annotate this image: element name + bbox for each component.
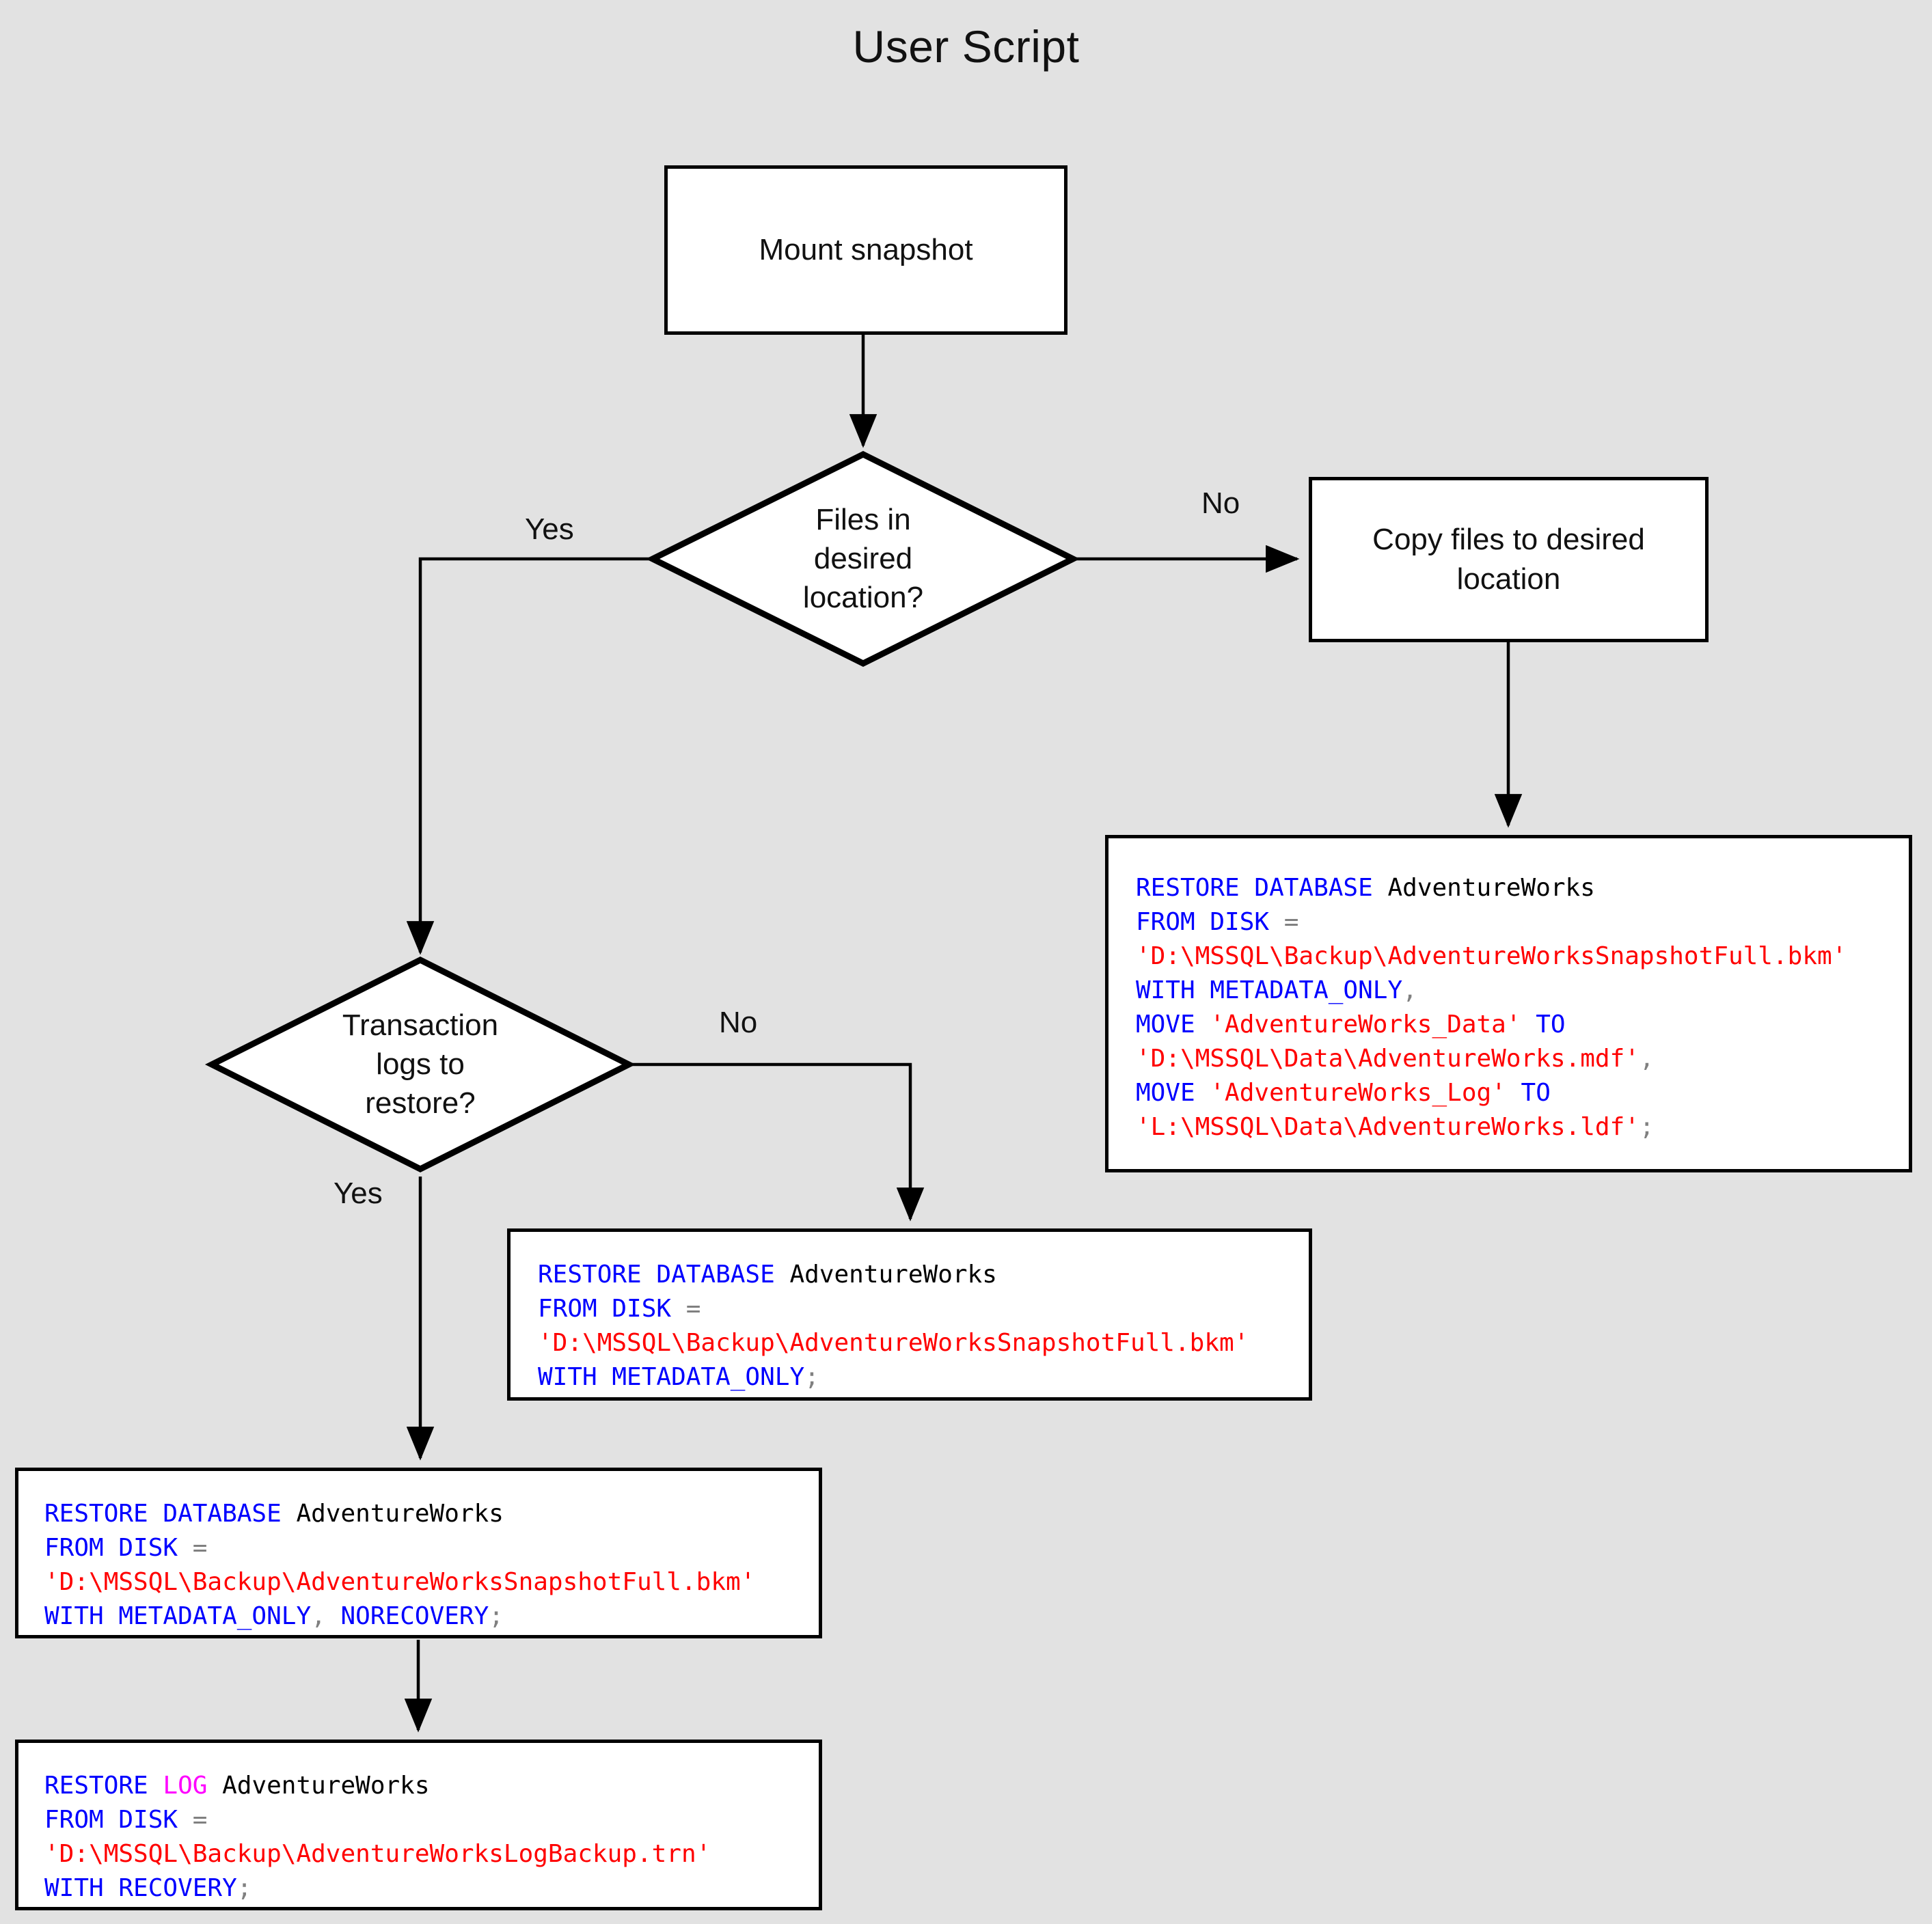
node-mount-snapshot[interactable]: Mount snapshot <box>664 165 1067 335</box>
edge-files-yes <box>406 557 653 955</box>
code-block-restore-database-with-move-text: RESTORE DATABASE AdventureWorks FROM DIS… <box>1136 874 1847 1141</box>
edge-logs-no <box>629 1062 925 1222</box>
page-title: User Script <box>852 21 1080 72</box>
code-block-restore-log-recovery-text: RESTORE LOG AdventureWorks FROM DISK = '… <box>44 1772 711 1902</box>
edge-label-logs-no: No <box>719 1006 758 1039</box>
decision-transaction-logs-shape[interactable] <box>204 956 636 1173</box>
code-block-restore-database-norecovery[interactable]: RESTORE DATABASE AdventureWorks FROM DIS… <box>15 1468 822 1638</box>
edge-label-files-yes: Yes <box>525 512 574 546</box>
code-block-restore-log-recovery[interactable]: RESTORE LOG AdventureWorks FROM DISK = '… <box>15 1740 822 1910</box>
code-block-restore-database-metadata-only-text: RESTORE DATABASE AdventureWorks FROM DIS… <box>538 1261 1249 1391</box>
code-block-restore-database-norecovery-text: RESTORE DATABASE AdventureWorks FROM DIS… <box>44 1500 756 1630</box>
edge-label-files-no: No <box>1201 486 1240 520</box>
code-block-restore-database-metadata-only[interactable]: RESTORE DATABASE AdventureWorks FROM DIS… <box>507 1228 1312 1401</box>
node-copy-files-label: Copy files to desired location <box>1372 522 1645 596</box>
node-copy-files[interactable]: Copy files to desired location <box>1309 477 1709 642</box>
code-block-restore-database-with-move[interactable]: RESTORE DATABASE AdventureWorks FROM DIS… <box>1105 835 1912 1172</box>
node-mount-snapshot-label: Mount snapshot <box>759 232 973 266</box>
decision-files-in-desired-location-shape[interactable] <box>645 450 1080 668</box>
edge-label-logs-yes: Yes <box>334 1177 383 1210</box>
